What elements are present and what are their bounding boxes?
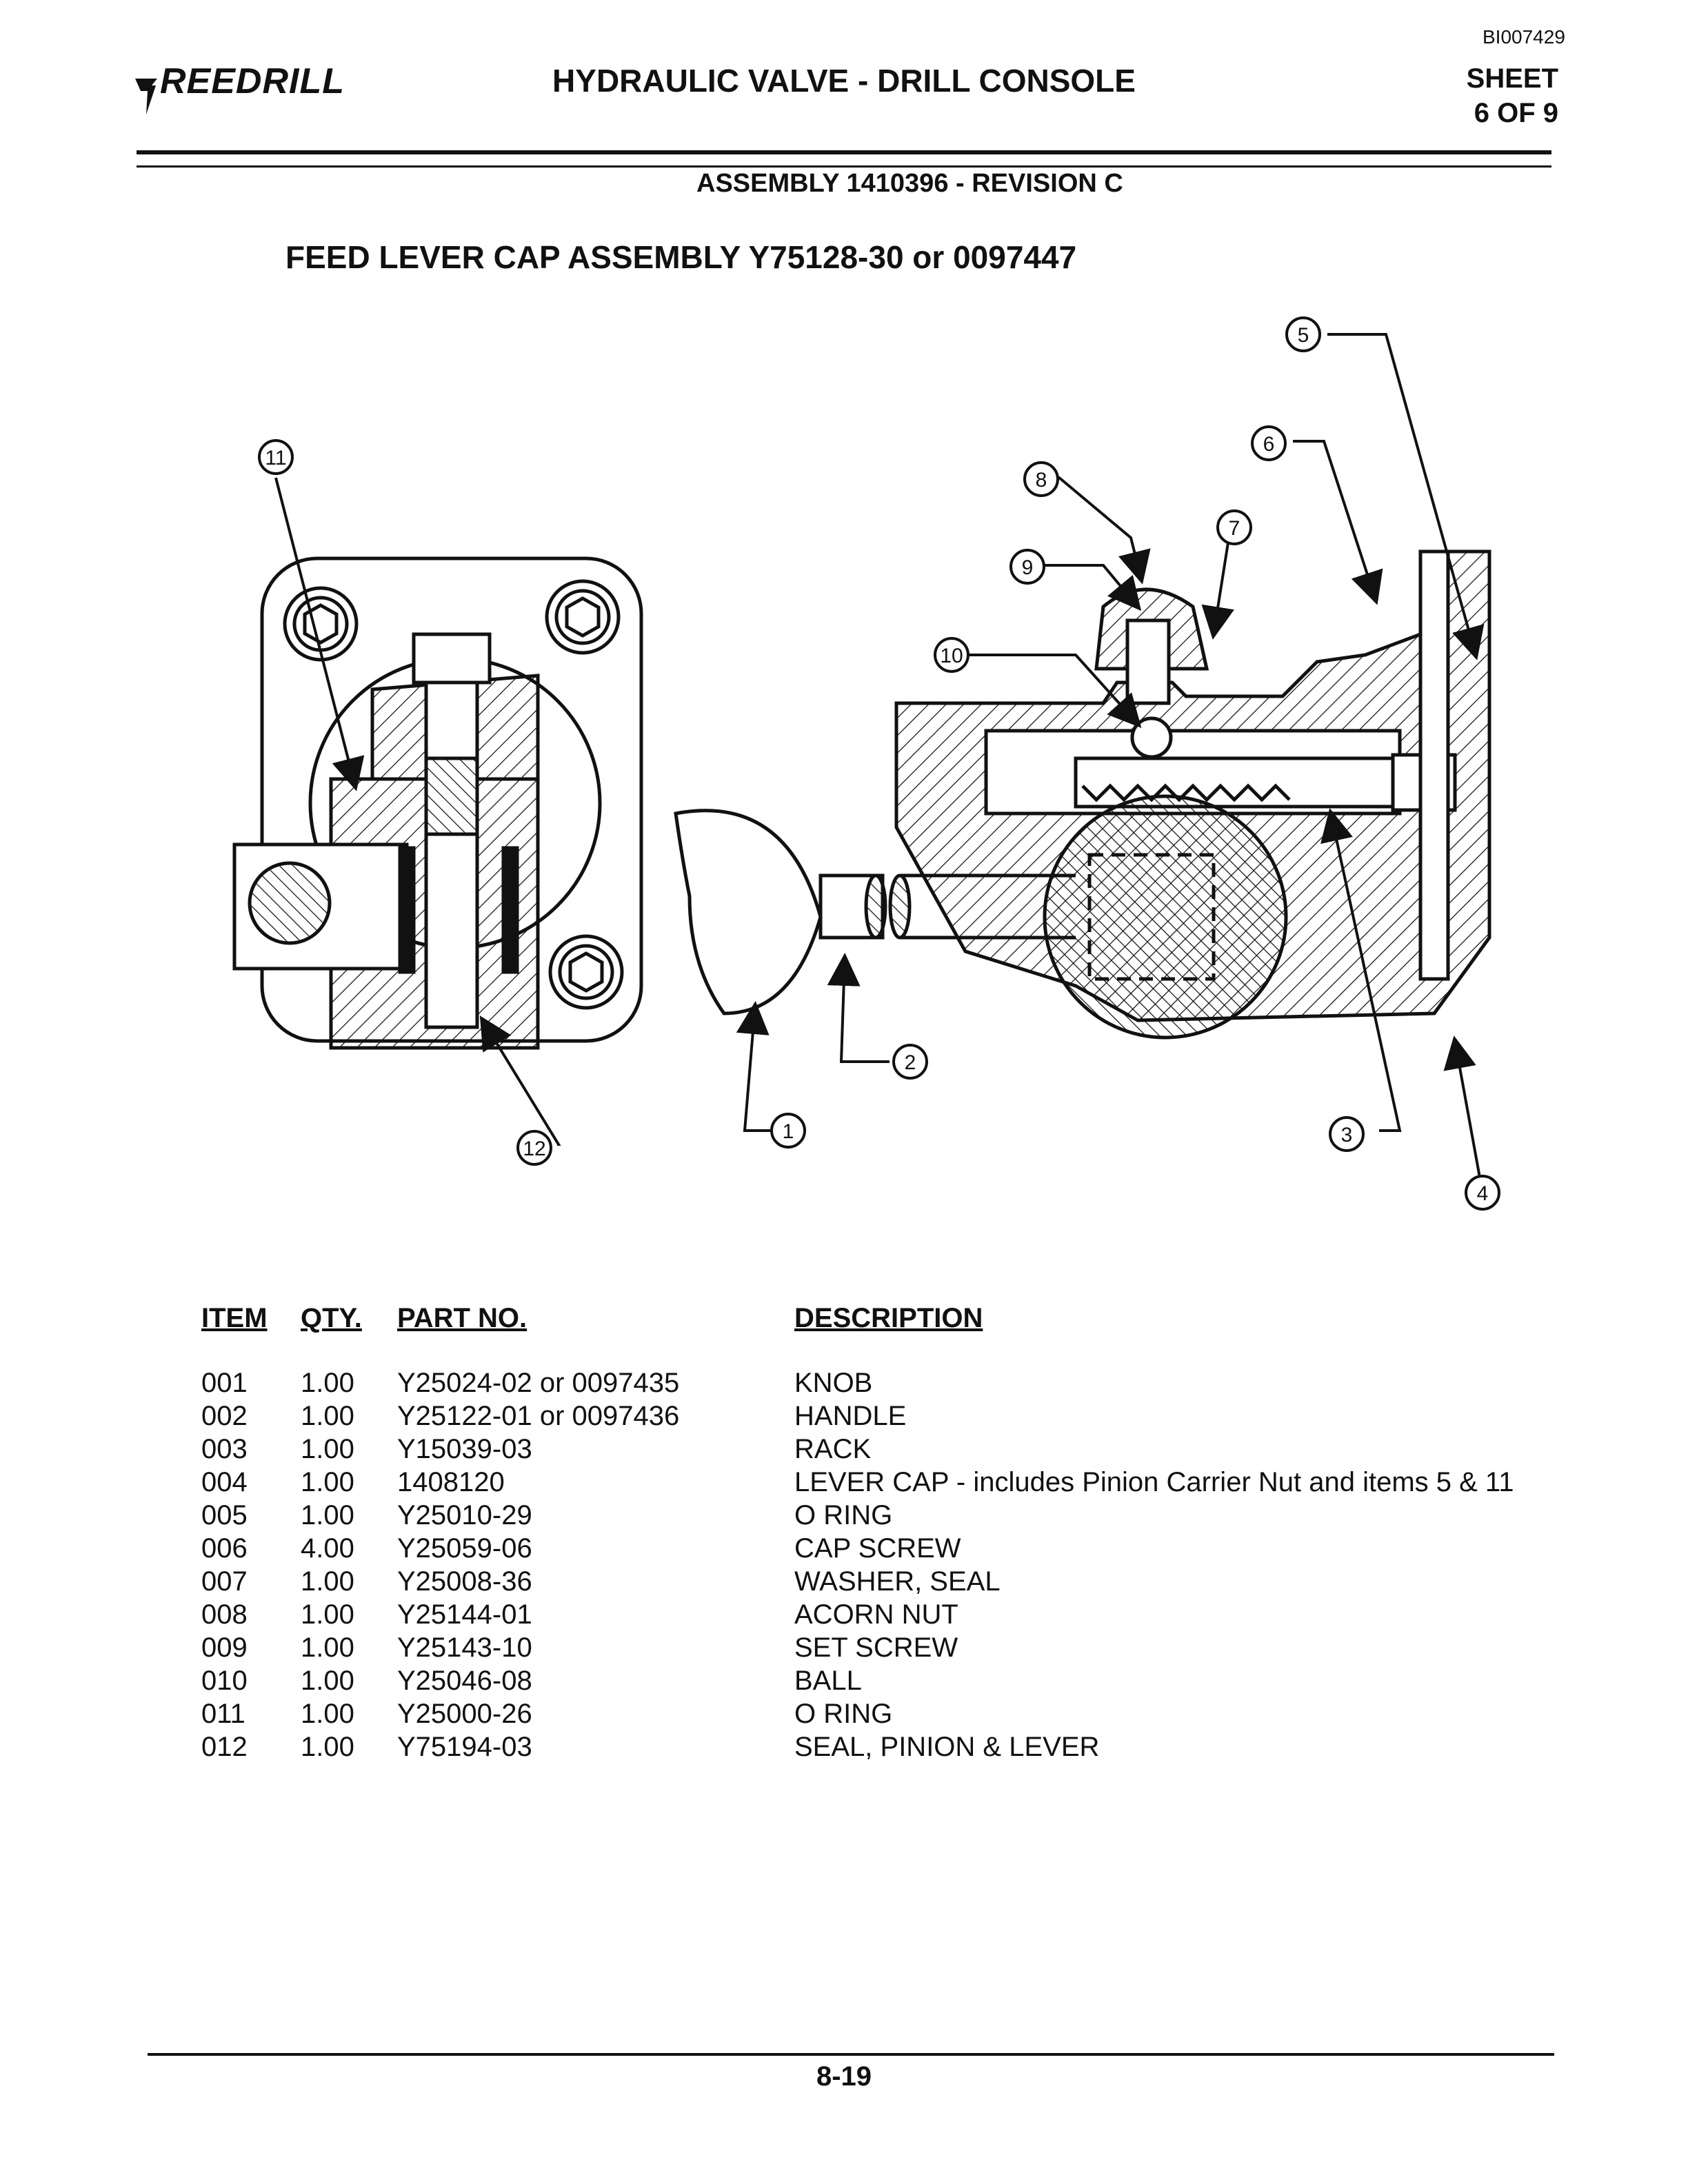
cell-part-no: Y15039-03	[397, 1434, 532, 1464]
cell-qty: 1.00	[301, 1467, 354, 1497]
drill-logo-icon	[135, 79, 157, 114]
cell-part-no: Y25024-02 or 0097435	[397, 1368, 680, 1398]
document-id: BI007429	[1483, 26, 1565, 48]
callout-11: 11	[265, 447, 286, 469]
cell-item: 004	[201, 1467, 248, 1497]
cell-qty: 1.00	[301, 1732, 354, 1762]
header-description: DESCRIPTION	[794, 1303, 983, 1333]
cell-description: ACORN NUT	[794, 1599, 958, 1630]
callout-10: 10	[940, 645, 963, 667]
cell-qty: 1.00	[301, 1632, 354, 1663]
cell-part-no: Y25144-01	[397, 1599, 532, 1630]
lever-cap-section-view	[894, 549, 1491, 1040]
sheet-number: 6 OF 9	[1474, 98, 1558, 128]
cell-description: SET SCREW	[794, 1632, 958, 1663]
cell-qty: 1.00	[301, 1566, 354, 1597]
cell-item: 001	[201, 1368, 248, 1398]
cell-description: O RING	[794, 1699, 893, 1729]
callout-2: 2	[905, 1051, 916, 1074]
cell-part-no: Y75194-03	[397, 1732, 532, 1762]
section-title: FEED LEVER CAP ASSEMBLY Y75128-30 or 009…	[285, 239, 1077, 275]
cell-item: 002	[201, 1401, 248, 1431]
callout-7: 7	[1229, 517, 1240, 540]
lever-cap-front-view	[232, 556, 643, 1050]
cell-description: SEAL, PINION & LEVER	[794, 1732, 1100, 1762]
header-qty: QTY.	[301, 1303, 362, 1333]
cell-item: 003	[201, 1434, 248, 1464]
cell-description: O RING	[794, 1500, 893, 1530]
header-part-no: PART NO.	[397, 1303, 528, 1333]
cell-description: KNOB	[794, 1368, 873, 1398]
assembly-diagram: 1 2 3 4 5 6 7 8 9 10 11 12	[232, 316, 1500, 1211]
page-title: HYDRAULIC VALVE - DRILL CONSOLE	[552, 63, 1136, 99]
cell-item: 006	[201, 1533, 248, 1564]
header-item: ITEM	[201, 1303, 268, 1333]
cell-item: 007	[201, 1566, 248, 1597]
cell-item: 005	[201, 1500, 248, 1530]
callout-3: 3	[1341, 1124, 1353, 1146]
cell-part-no: Y25122-01 or 0097436	[397, 1401, 680, 1431]
cell-description: LEVER CAP - includes Pinion Carrier Nut …	[794, 1467, 1514, 1497]
cell-item: 012	[201, 1732, 248, 1762]
header-rule-thin	[137, 165, 1551, 168]
callout-8: 8	[1036, 469, 1047, 492]
page-number: 8-19	[816, 2061, 872, 2092]
cell-qty: 1.00	[301, 1401, 354, 1431]
cell-description: RACK	[794, 1434, 872, 1464]
cell-item: 011	[201, 1699, 245, 1729]
cell-part-no: 1408120	[397, 1467, 505, 1497]
sheet-label: SHEET	[1466, 63, 1558, 94]
cell-qty: 1.00	[301, 1599, 354, 1630]
cell-qty: 4.00	[301, 1533, 354, 1564]
cell-description: CAP SCREW	[794, 1533, 961, 1564]
callout-5: 5	[1298, 324, 1309, 347]
callout-1: 1	[783, 1120, 794, 1143]
cell-description: HANDLE	[794, 1401, 907, 1431]
cell-description: BALL	[794, 1666, 862, 1696]
brand-logo: REEDRILL	[160, 61, 345, 101]
cell-part-no: Y25143-10	[397, 1632, 532, 1663]
cell-description: WASHER, SEAL	[794, 1566, 1001, 1597]
cell-item: 009	[201, 1632, 248, 1663]
cell-part-no: Y25008-36	[397, 1566, 532, 1597]
callout-6: 6	[1263, 433, 1275, 456]
cell-qty: 1.00	[301, 1666, 354, 1696]
callout-12: 12	[523, 1138, 545, 1160]
cell-qty: 1.00	[301, 1434, 354, 1464]
header-rule-thick	[137, 150, 1551, 154]
cell-part-no: Y25046-08	[397, 1666, 532, 1696]
cell-part-no: Y25059-06	[397, 1533, 532, 1564]
footer-rule	[148, 2053, 1554, 2056]
callout-9: 9	[1022, 556, 1034, 579]
cell-part-no: Y25000-26	[397, 1699, 532, 1729]
cell-item: 010	[201, 1666, 248, 1696]
cell-item: 008	[201, 1599, 248, 1630]
cell-qty: 1.00	[301, 1699, 354, 1729]
cell-qty: 1.00	[301, 1368, 354, 1398]
cell-qty: 1.00	[301, 1500, 354, 1530]
assembly-label: ASSEMBLY 1410396 - REVISION C	[696, 169, 1123, 198]
callout-4: 4	[1477, 1182, 1489, 1205]
cell-part-no: Y25010-29	[397, 1500, 532, 1530]
